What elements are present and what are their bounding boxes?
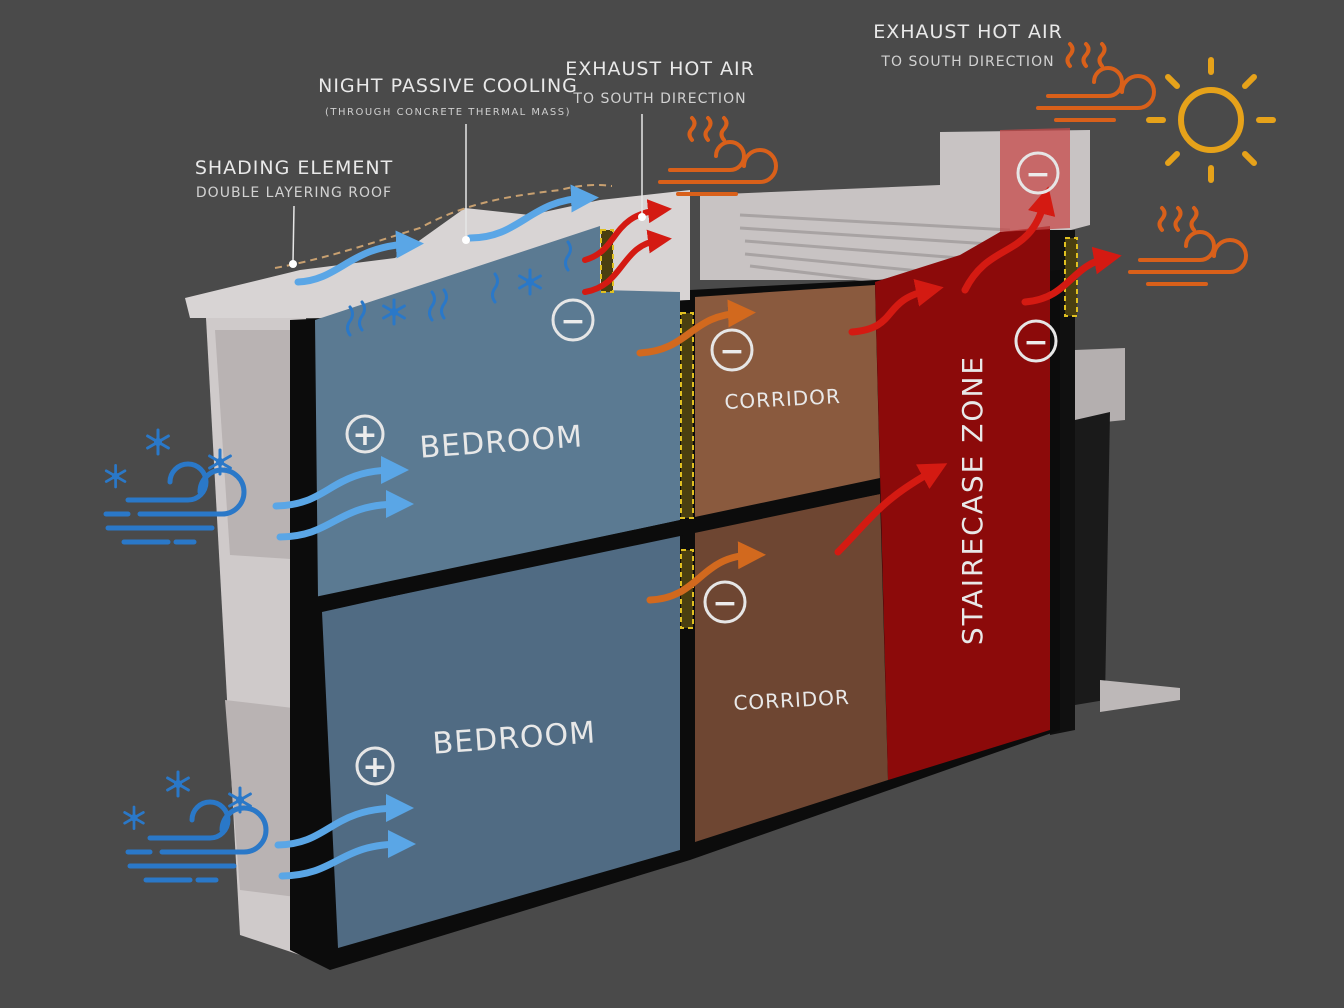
leader-dot [462,236,470,244]
staircase-zone [875,226,1050,780]
cool-inflow-arrow [276,490,414,541]
exhaust-sub-2: TO SOUTH DIRECTION [880,54,1054,70]
annotations: SHADING ELEMENT DOUBLE LAYERING ROOF NIG… [195,21,1063,268]
minus-sign [710,328,754,372]
snowflake-icons [346,240,572,337]
sun-icon [1146,57,1276,183]
leader-dot [638,213,646,221]
hot-arrow [582,229,672,295]
exhaust-title-2: EXHAUST HOT AIR [873,21,1063,43]
airflow-arrows [272,184,1122,880]
floor-slab [310,478,880,612]
hot-arrow [848,279,944,336]
leader-line [292,205,295,263]
plus-sign [355,746,395,786]
minus-sign [1016,151,1060,195]
hot-wind-icon [658,116,778,196]
leader-dot [289,260,297,268]
pressure-signs [345,151,1060,786]
hot-arrow [582,199,672,263]
minus-label: − [719,334,744,369]
hot-wind-icon [1128,206,1248,286]
minus-label: − [712,586,737,621]
staircase-label: STAIRECASE ZONE [956,355,989,645]
minus-sign [1014,319,1058,363]
hot-arrow [1021,246,1122,306]
warm-arrow [646,541,766,604]
ground-stairs [1100,680,1180,712]
corridor-upper-zone [695,285,880,518]
plus-sign [345,414,385,454]
night-cooling-sub: (THROUGH CONCRETE THERMAL MASS) [325,107,571,118]
hot-arrow [834,463,948,556]
zones [310,128,1070,948]
cool-arrow [466,184,599,242]
night-cooling-title: NIGHT PASSIVE COOLING [318,75,578,97]
minus-sign [551,298,595,342]
side-parapet [1075,348,1125,425]
cool-arrow [294,230,424,286]
exhaust-sub-1: TO SOUTH DIRECTION [572,91,746,107]
hot-wind-icon [1036,42,1156,122]
exhaust-title-1: EXHAUST HOT AIR [565,58,755,80]
shading-sub: DOUBLE LAYERING ROOF [196,185,392,201]
minus-label: − [560,304,585,339]
minus-label: − [1025,157,1050,192]
cool-inflow-arrow [272,456,409,510]
minus-label: − [1023,325,1048,360]
cool-inflow-arrow [278,830,416,880]
vent-corridor-upper [680,312,694,519]
cool-inflow-arrow [274,794,414,849]
shading-title: SHADING ELEMENT [195,157,393,179]
warm-arrow [636,299,756,357]
plus-label: + [362,750,387,785]
minus-sign [703,580,747,624]
hot-arrow [961,186,1056,294]
plus-label: + [352,418,377,453]
corridor-lower-zone [695,494,888,842]
